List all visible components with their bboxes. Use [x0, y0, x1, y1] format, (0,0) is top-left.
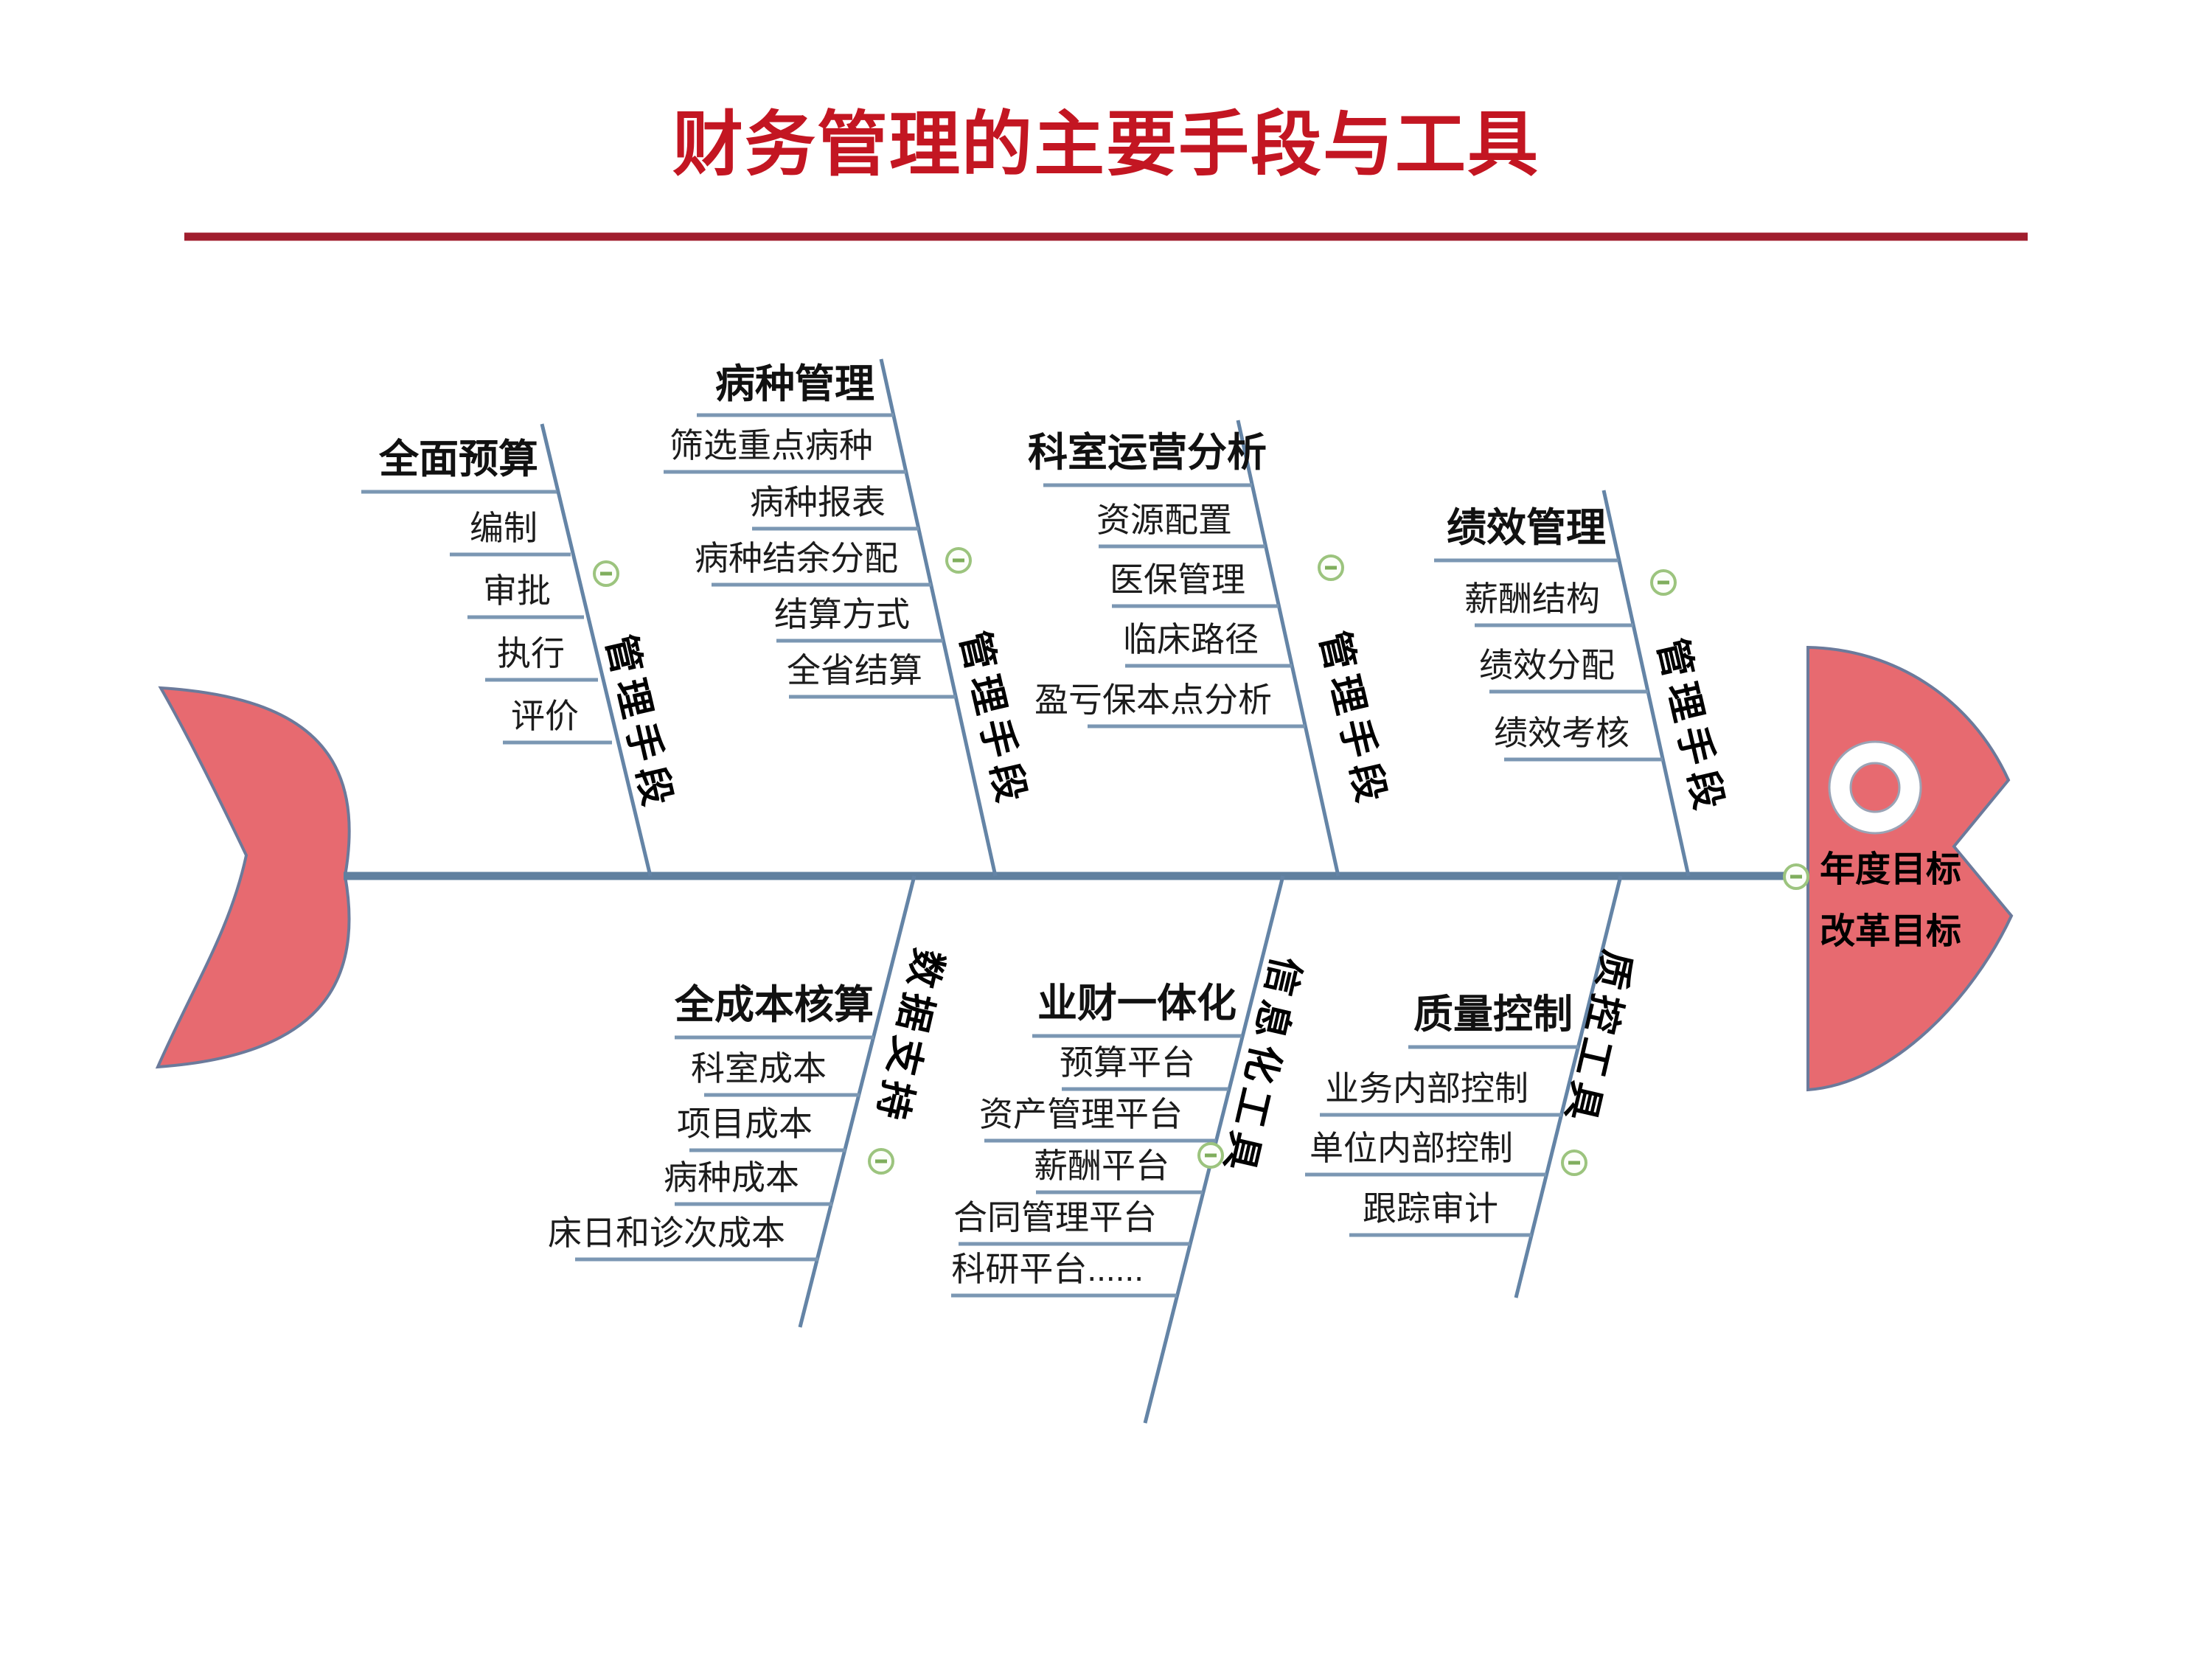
- branch-item: 合同管理平台: [953, 1198, 1157, 1237]
- top-branch-1-rib: [540, 423, 653, 877]
- bottom-branch-3-rib: [1514, 875, 1623, 1298]
- top-branch-2-rib: [879, 358, 998, 877]
- branch-item: 执行: [497, 634, 565, 672]
- branch-item: 绩效分配: [1479, 646, 1615, 684]
- branch-item: 床日和诊次成本: [548, 1214, 785, 1252]
- top-branch-4-rib: [1601, 490, 1691, 877]
- top-branch-3-rib: [1236, 420, 1340, 877]
- branch-item: 薪酬结构: [1464, 580, 1600, 618]
- fish-tail-shape: [155, 686, 351, 1069]
- goal-line-1: 年度目标: [1819, 850, 1961, 889]
- branch-item: 跟踪审计: [1363, 1189, 1498, 1228]
- branch-item: 薪酬平台: [1034, 1147, 1169, 1185]
- top-branch-2-header: 病种管理: [715, 362, 874, 406]
- bottom-branch-3-header: 质量控制: [1413, 992, 1573, 1037]
- collapse-minus-icon[interactable]: [1650, 569, 1677, 596]
- branch-item: 资源配置: [1096, 501, 1232, 539]
- branch-item: 病种结余分配: [695, 539, 898, 577]
- branch-item: 全省结算: [787, 651, 922, 689]
- top-branch-4-header: 绩效管理: [1447, 506, 1606, 550]
- branch-item: 盈亏保本点分析: [1034, 681, 1272, 719]
- branch-item: 科室成本: [691, 1049, 827, 1088]
- branch-item: 医保管理: [1110, 560, 1245, 599]
- collapse-minus-icon[interactable]: [1783, 863, 1809, 890]
- collapse-minus-icon[interactable]: [593, 560, 619, 587]
- branch-item: 业务内部控制: [1325, 1069, 1528, 1107]
- bottom-branch-2-header: 业财一体化: [1037, 981, 1237, 1026]
- branch-item: 预算平台: [1060, 1043, 1195, 1082]
- collapse-minus-icon[interactable]: [945, 547, 972, 574]
- branch-item: 临床路径: [1123, 620, 1259, 658]
- top-branch-1-header: 全面预算: [379, 437, 538, 481]
- collapse-minus-icon[interactable]: [868, 1148, 894, 1175]
- bottom-branch-1-rib: [798, 875, 917, 1328]
- branch-item: 项目成本: [677, 1105, 813, 1143]
- branch-item: 病种报表: [750, 483, 886, 521]
- branch-item: 病种成本: [664, 1158, 799, 1197]
- branch-item: 结算方式: [774, 595, 910, 633]
- bottom-branch-1-header: 全成本核算: [675, 983, 874, 1027]
- top-branch-3-header: 科室运营分析: [1028, 431, 1267, 475]
- branch-item: 资产管理平台: [979, 1095, 1183, 1133]
- branch-item: 编制: [470, 509, 538, 547]
- branch-item: 科研平台......: [951, 1250, 1144, 1288]
- collapse-minus-icon[interactable]: [1197, 1142, 1224, 1169]
- branch-item: 筛选重点病种: [669, 426, 873, 465]
- fish-head-goal-text: 年度目标 改革目标: [1812, 839, 1969, 963]
- page-title: 财务管理的主要手段与工具: [672, 105, 1540, 184]
- fish-eye-pupil-icon: [1849, 762, 1901, 813]
- branch-item: 评价: [511, 697, 579, 735]
- collapse-minus-icon[interactable]: [1318, 554, 1344, 581]
- branch-item: 单位内部控制: [1310, 1129, 1513, 1167]
- collapse-minus-icon[interactable]: [1561, 1150, 1587, 1176]
- branch-item: 审批: [483, 571, 551, 610]
- goal-line-2: 改革目标: [1819, 912, 1961, 951]
- branch-item: 绩效考核: [1494, 714, 1630, 752]
